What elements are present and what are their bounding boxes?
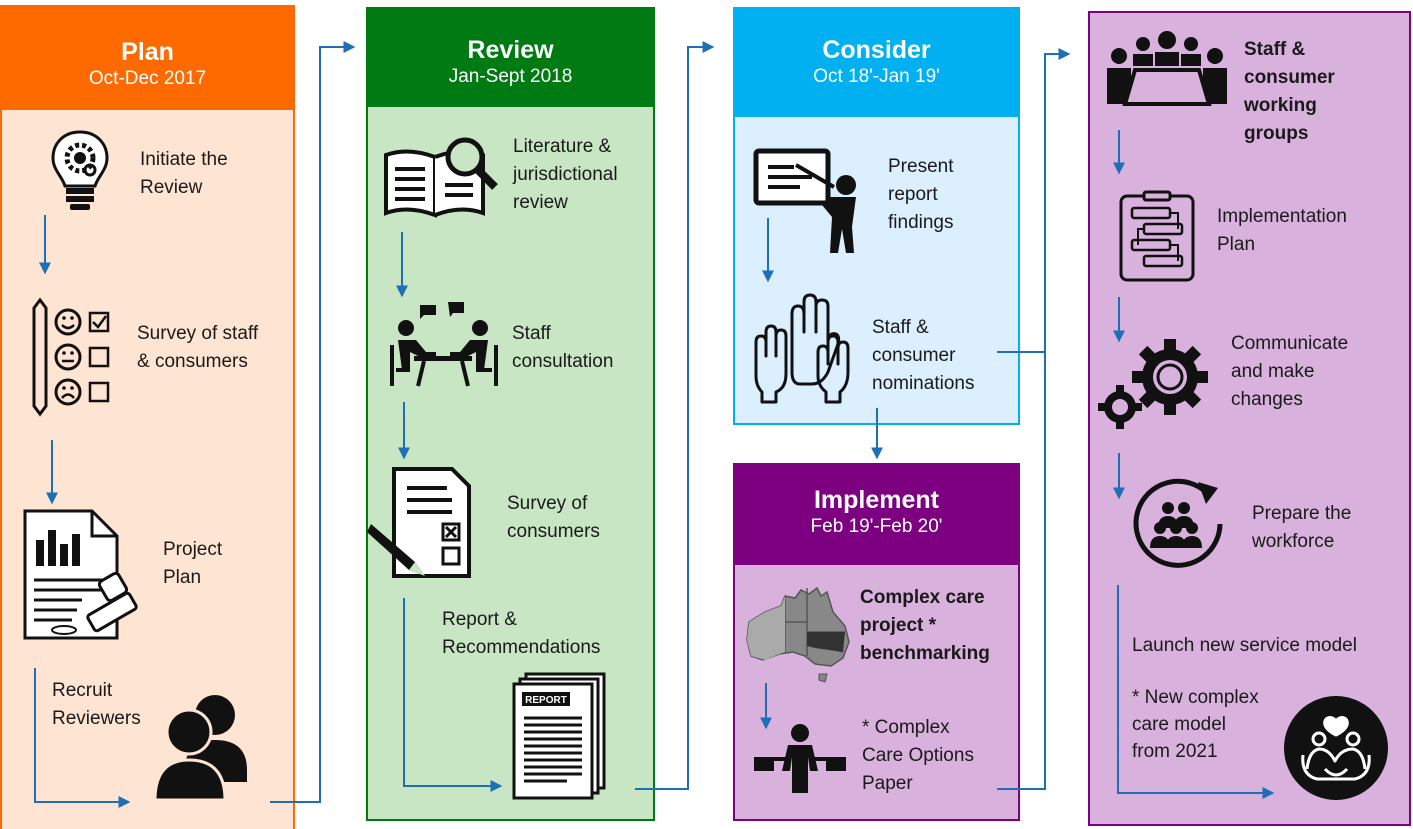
gears-icon: [1098, 339, 1208, 429]
workforce-cycle-icon: [1133, 478, 1223, 568]
raised-hands-icon: [754, 293, 850, 404]
working-group-table-icon: [1107, 31, 1227, 106]
people-icon: [153, 695, 247, 802]
survey-form-pencil-icon: [367, 467, 471, 578]
project-plan-document-icon: [23, 509, 138, 640]
australia-map-icon: [746, 586, 850, 683]
implement-header: Implement Feb 19'-Feb 20': [733, 463, 1020, 565]
care-hands-heart-icon: [1284, 696, 1388, 800]
survey-faces-icon: [32, 297, 110, 417]
presentation-icon: [753, 148, 856, 253]
implement-dates: Feb 19'-Feb 20': [810, 516, 943, 537]
plan-dates: Oct-Dec 2017: [88, 68, 207, 89]
review-header: Review Jan-Sept 2018: [366, 7, 655, 107]
consider-title: Consider: [822, 36, 931, 64]
review-column: [366, 7, 655, 821]
plan-title: Plan: [121, 38, 174, 66]
review-dates: Jan-Sept 2018: [448, 66, 573, 87]
review-title: Review: [467, 36, 554, 64]
implement-title: Implement: [813, 486, 940, 514]
survey-staff-label: Survey of staff& consumers: [137, 323, 259, 372]
launch-service-model-label: Launch new service model: [1132, 635, 1357, 656]
lightbulb-gear-icon: [51, 130, 109, 210]
report-recommendations-label: Report &Recommendations: [442, 609, 601, 658]
plan-header: Plan Oct-Dec 2017: [0, 5, 295, 110]
balance-person-icon: [754, 724, 846, 793]
report-doc-text: REPORT: [525, 695, 567, 706]
consider-dates: Oct 18'-Jan 19': [813, 66, 940, 87]
plan-column: [0, 5, 295, 829]
implementation-plan-icon: [1119, 190, 1195, 282]
book-magnifier-icon: [384, 137, 498, 218]
consider-header: Consider Oct 18'-Jan 19': [733, 7, 1020, 117]
report-document-icon: REPORT: [512, 672, 606, 800]
consultation-meeting-icon: [390, 302, 498, 387]
